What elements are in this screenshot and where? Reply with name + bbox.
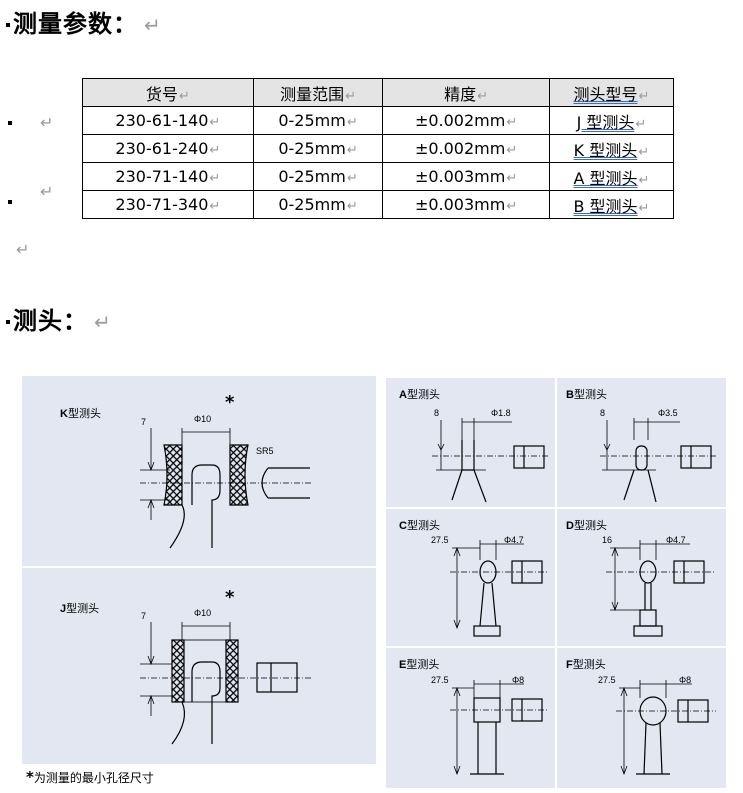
table-row: 230-61-140↵ 0-25mm↵ ±0.002mm↵ J 型测头↵: [82, 106, 675, 135]
dim-label: 16: [602, 535, 613, 545]
table-cell: 230-71-140↵: [82, 162, 254, 191]
dim-label: SR5: [256, 446, 274, 456]
dim-label: 27.5: [598, 675, 616, 685]
probe-label-b: B型测头: [566, 388, 607, 401]
dim-label: Φ1.8: [491, 408, 511, 418]
bullet-icon: [8, 121, 12, 125]
probe-label-k: K型测头: [60, 407, 101, 420]
panel-divider: [22, 566, 376, 568]
dim-label: Φ3.5: [658, 408, 678, 418]
table-row: 230-71-140↵ 0-25mm↵ ±0.003mm↵ A 型测头↵: [82, 162, 675, 191]
dim-label: 27.5: [431, 675, 449, 685]
column-header: 货号↵: [82, 78, 254, 107]
paragraph-mark-icon: ↵: [40, 182, 54, 201]
table-row: 230-61-240↵ 0-25mm↵ ±0.002mm↵ K 型测头↵: [82, 134, 675, 163]
table-cell: 0-25mm↵: [252, 190, 384, 219]
dim-label: 7: [141, 611, 147, 621]
dim-label: Φ8: [679, 675, 692, 685]
paragraph-mark-icon: ↵: [94, 310, 112, 334]
paragraph-mark-icon: ↵: [16, 240, 30, 259]
dim-label: 27.5: [431, 535, 449, 545]
table-cell: 230-71-340↵: [82, 190, 254, 219]
column-header: 精度↵: [382, 78, 550, 107]
panel-divider: [386, 507, 726, 509]
dim-label: Φ10: [194, 608, 212, 618]
table-cell: 0-25mm↵: [252, 134, 384, 163]
bullet-icon: [8, 200, 12, 204]
table-cell: B 型测头↵: [548, 190, 675, 219]
dim-label: Φ10: [194, 414, 212, 424]
heading-text: 测量参数：: [13, 10, 138, 38]
paragraph-mark-icon: ↵: [40, 113, 54, 132]
dim-label: 8: [600, 408, 606, 418]
table-cell: ±0.003mm↵: [382, 190, 550, 219]
min-bore-star: *: [225, 392, 235, 413]
section-heading-probe: 测头：↵: [4, 301, 112, 336]
dim-label: 8: [434, 408, 440, 418]
bullet-icon: [6, 23, 10, 27]
table-cell: 230-61-240↵: [82, 134, 254, 163]
column-header: 测量范围↵: [252, 78, 384, 107]
table-cell: 0-25mm↵: [252, 106, 384, 135]
figure-footnote: *为测量的最小孔径尺寸: [26, 768, 154, 786]
table-cell: 0-25mm↵: [252, 162, 384, 191]
table-cell: ±0.002mm↵: [382, 134, 550, 163]
min-bore-star: *: [225, 587, 235, 608]
table-row: 230-71-340↵ 0-25mm↵ ±0.003mm↵ B 型测头↵: [82, 190, 675, 219]
table-cell: A 型测头↵: [548, 162, 675, 191]
table-cell: K 型测头↵: [548, 134, 675, 163]
table-cell: J 型测头↵: [548, 106, 675, 135]
dim-label: Φ4.7: [666, 535, 686, 545]
section-heading-params: 测量参数：↵: [4, 4, 162, 39]
bullet-icon: [6, 320, 10, 324]
column-header: 测头型号↵: [548, 78, 675, 107]
probe-label-d: D型测头: [566, 519, 607, 532]
paragraph-mark-icon: ↵: [144, 13, 162, 37]
probe-label-c: C型测头: [399, 519, 440, 532]
probe-label-a: A型测头: [399, 388, 440, 401]
panel-divider: [555, 378, 557, 788]
probe-label-f: F型测头: [566, 658, 606, 671]
spec-table: 货号↵ 测量范围↵ 精度↵ 测头型号↵ 230-61-140↵ 0-25mm↵ …: [82, 78, 675, 219]
probe-label-e: E型测头: [399, 658, 440, 671]
probe-label-j: J型测头: [60, 602, 100, 615]
dim-label: Φ4.7: [504, 535, 524, 545]
heading-text: 测头：: [13, 307, 88, 335]
probe-panel-left: [22, 376, 376, 764]
table-cell: 230-61-140↵: [82, 106, 254, 135]
panel-divider: [386, 646, 726, 648]
dim-label: Φ8: [512, 675, 525, 685]
table-cell: ±0.002mm↵: [382, 106, 550, 135]
dim-label: 7: [141, 417, 147, 427]
table-header-row: 货号↵ 测量范围↵ 精度↵ 测头型号↵: [82, 78, 675, 107]
